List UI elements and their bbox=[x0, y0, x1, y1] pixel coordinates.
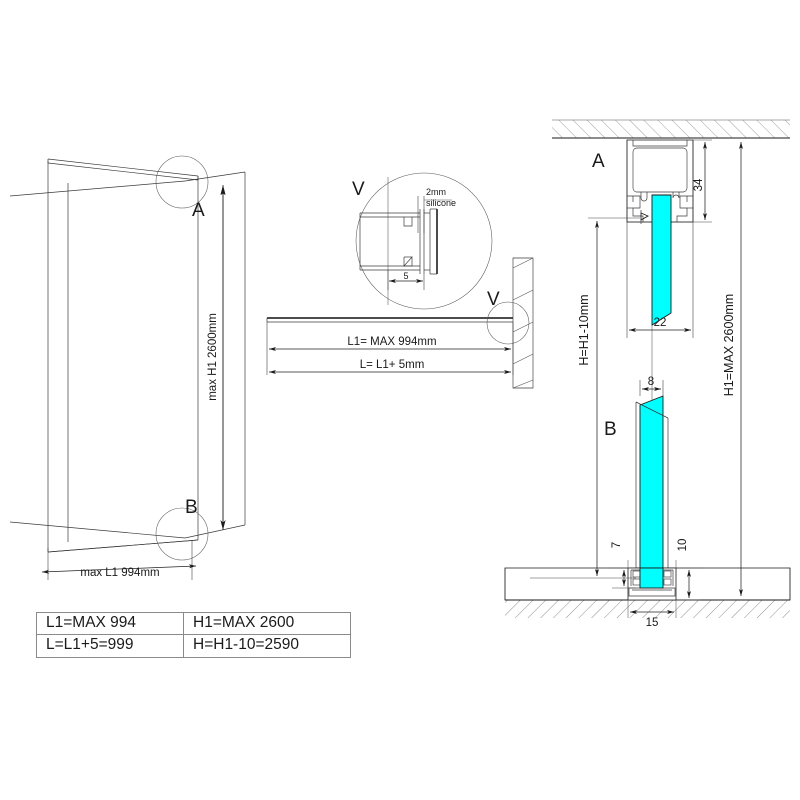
iso-detail-b-label: B bbox=[185, 497, 198, 518]
detail-v-dim-5: 5 bbox=[403, 271, 408, 281]
iso-width-dimension bbox=[41, 541, 197, 580]
vertical-section-view bbox=[504, 119, 791, 618]
plan-dim-l1: L1= MAX 994mm bbox=[347, 336, 436, 348]
silicone-note-line2: silicone bbox=[426, 198, 456, 208]
plan-dim-l: L= L1+ 5mm bbox=[360, 359, 425, 371]
glass-panel-top bbox=[651, 194, 672, 326]
dim-8 bbox=[639, 380, 664, 396]
spec-table: L1=MAX 994 H1=MAX 2600 L=L1+5=999 H=H1-1… bbox=[36, 611, 351, 658]
isometric-view bbox=[9, 155, 246, 580]
dim-22-label: 22 bbox=[654, 317, 667, 329]
dim-34-label: 34 bbox=[693, 178, 705, 191]
dim-15-label: 15 bbox=[646, 617, 659, 629]
glass-panel-bottom bbox=[639, 395, 664, 576]
table-row: L1=MAX 994 H1=MAX 2600 bbox=[36, 611, 351, 636]
detail-circle-b bbox=[155, 507, 209, 561]
silicone-note-line1: 2mm bbox=[426, 187, 446, 197]
dim-10 bbox=[676, 567, 700, 601]
floor-detail-b bbox=[504, 395, 791, 618]
section-a-label: A bbox=[592, 151, 605, 172]
dim-10-label: 10 bbox=[677, 539, 689, 552]
detail-circle-a bbox=[155, 155, 209, 209]
plan-detail-v-circle bbox=[486, 301, 530, 345]
dim-34 bbox=[693, 139, 712, 223]
table-row: L=L1+5=999 H=H1-10=2590 bbox=[36, 634, 351, 658]
iso-detail-a-label: A bbox=[192, 200, 205, 221]
ceiling-profile bbox=[626, 139, 694, 224]
spec-l1: L1=MAX 994 bbox=[36, 611, 184, 636]
iso-width-label: max L1 994mm bbox=[80, 567, 159, 579]
dim-22 bbox=[626, 222, 694, 338]
overall-h1-label: H1=MAX 2600mm bbox=[722, 294, 736, 396]
detail-v-view bbox=[355, 172, 493, 310]
spec-h1: H1=MAX 2600 bbox=[183, 611, 351, 636]
dim-8-label: 8 bbox=[648, 376, 654, 388]
spec-h: H=H1-10=2590 bbox=[183, 634, 351, 658]
plan-callout-v-label: V bbox=[487, 289, 500, 310]
dim-7-label: 7 bbox=[611, 542, 623, 548]
dim-H bbox=[530, 217, 640, 579]
plan-view bbox=[266, 257, 534, 389]
overall-h-label: H=H1-10mm bbox=[577, 294, 591, 365]
section-b-label: B bbox=[604, 419, 617, 440]
detail-v-label: V bbox=[352, 179, 365, 200]
iso-height-label: max H1 2600mm bbox=[207, 313, 219, 401]
spec-l: L=L1+5=999 bbox=[36, 634, 184, 658]
ceiling-slab bbox=[552, 119, 790, 139]
detail-v-circle bbox=[355, 172, 493, 310]
